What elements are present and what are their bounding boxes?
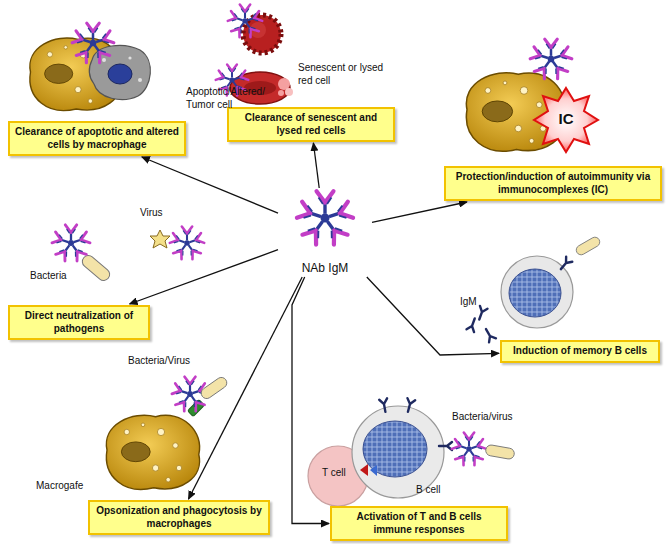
function-box: Activation of T and B cells immune respo… [330, 506, 508, 541]
box-text: Activation of T and B cells immune respo… [337, 511, 501, 536]
arrow-connector [142, 157, 278, 213]
arrow-connector [189, 277, 303, 499]
center-label: NAb IgM [302, 261, 349, 275]
arrow-connector [130, 250, 278, 304]
figure-label: IC [550, 110, 582, 129]
figure-label: Bacteria [30, 270, 67, 283]
figure-label: Senescent or lysed red cell [298, 62, 390, 87]
arrow-connector [367, 277, 499, 355]
neutralization-illustration [52, 225, 204, 283]
box-text: Direct neutralization of pathogens [15, 310, 143, 335]
figure-label: IgM [460, 296, 477, 309]
figure-label: B cell [416, 484, 440, 497]
arrow-connector [313, 143, 319, 188]
arrow-connector [292, 277, 329, 524]
igm-pentamer [297, 191, 353, 244]
activation-illustration [308, 398, 515, 506]
figure-label: Bacteria/virus [452, 411, 513, 424]
opsonization-illustration [106, 375, 229, 489]
function-box: Protection/induction of autoimmunity via… [444, 166, 662, 201]
figure-label: Macrogafe [36, 480, 83, 493]
function-box: Direct neutralization of pathogens [8, 305, 150, 340]
immunocomplex-illustration [466, 39, 598, 152]
box-text: Clearance of apoptotic and altered cells… [15, 126, 179, 151]
box-text: Opsonization and phagocytosis by macroph… [95, 505, 263, 530]
function-box: Clearance of senescent and lysed red cel… [227, 107, 395, 142]
box-text: Induction of memory B cells [507, 345, 653, 358]
box-text: Protection/induction of autoimmunity via… [451, 171, 655, 196]
figure-label: Bacteria/Virus [128, 355, 190, 368]
center-node: NAb IgM [280, 190, 370, 275]
figure-label: Virus [140, 207, 163, 220]
apoptotic-clearance-illustration [30, 23, 150, 110]
arrow-connector [372, 202, 467, 222]
function-box: Opsonization and phagocytosis by macroph… [88, 500, 270, 535]
memory-b-cell-illustration [467, 235, 602, 342]
box-text: Clearance of senescent and lysed red cel… [234, 112, 388, 137]
figure-label: Apoptotic/Altered/ Tumor cell [186, 86, 282, 111]
function-box: Induction of memory B cells [500, 340, 660, 363]
function-box: Clearance of apoptotic and altered cells… [8, 121, 186, 156]
figure-label: T cell [322, 467, 346, 480]
